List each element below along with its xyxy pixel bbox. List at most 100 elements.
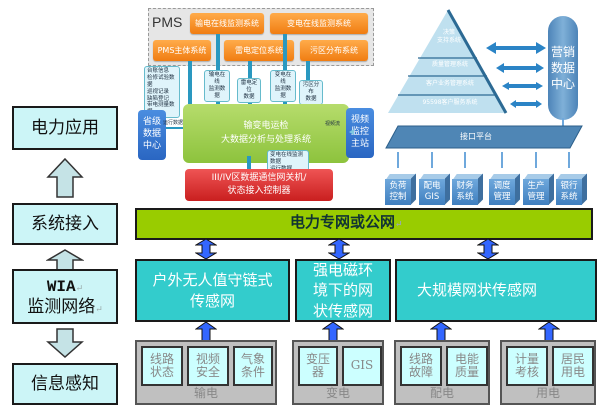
layer-access-label: 系统接入	[31, 213, 99, 234]
label-line: 调度	[493, 181, 511, 192]
gateway-line2: 状态接入控制器	[227, 186, 291, 196]
return-mark: ↵	[75, 283, 84, 294]
callout-line: 变电在线	[274, 72, 292, 85]
arrow-head-icon	[349, 129, 354, 135]
pyramid-level-decision: 决策 支持系统	[436, 29, 461, 44]
marketing-data-center: 营销数据中心	[548, 16, 578, 120]
label-line: 管理	[527, 192, 545, 202]
pms-label: PMS	[152, 14, 183, 30]
layer-application: 电力应用	[12, 106, 118, 150]
sensing-group-label: 输电	[193, 386, 218, 400]
bidirectional-arrow-icon	[477, 239, 499, 259]
link-arrow-icon	[464, 152, 466, 168]
callout-line: 运行数据	[270, 166, 306, 173]
label-line: 系统	[560, 192, 578, 202]
sensing-cell-line-fault: 线路 故障	[400, 346, 442, 386]
link-arrow-icon	[431, 152, 433, 168]
pyramid-level-quality: 质量管理系统	[431, 61, 468, 68]
callout-line: 检修试验数据	[147, 74, 175, 88]
up-arrow-icon	[538, 322, 560, 342]
sensing-group-label: 变电	[325, 386, 350, 400]
link-arrow-icon	[501, 152, 503, 168]
bidirectional-arrow-icon	[195, 239, 217, 259]
layer-application-label: 电力应用	[31, 117, 99, 138]
label-line: 财务	[456, 181, 474, 192]
callout-line: 雷电定位	[240, 80, 258, 93]
callout-substation-data: 变电在线 监测数据	[270, 70, 296, 102]
pms-system-transmission-monitoring: 输电在线监测系统	[190, 13, 264, 34]
up-arrow-icon	[430, 322, 452, 342]
sensing-cell-line-status: 线路 状态	[141, 346, 183, 386]
down-arrow-icon	[46, 328, 84, 358]
link-arrow-icon	[568, 152, 570, 168]
link-arrow-icon	[397, 152, 399, 168]
sensing-group-distribution: 线路 故障 电能 质量 配电	[394, 340, 490, 405]
callout-line: 变电在线监测数据	[270, 152, 304, 165]
pyramid-shape	[388, 10, 506, 113]
sensor-net-large-mesh: 大规模网状传感网	[395, 259, 597, 322]
bidirectional-arrow-icon	[328, 239, 350, 259]
pyramid-edge	[446, 9, 508, 114]
sensing-cell-gis: GIS	[342, 346, 382, 386]
sensor-net-em-mesh: 强电磁环境下的网状传感网	[295, 259, 391, 322]
label-line: 中心	[142, 140, 161, 151]
label-line: 境下的网	[312, 281, 373, 300]
label-line: 传感网	[189, 291, 235, 310]
callout-line: 输电在线	[208, 72, 226, 85]
label-line: 控制	[389, 192, 407, 202]
label-line: 负荷	[389, 181, 407, 192]
subsystem-load-control: 负荷控制	[385, 179, 411, 205]
provincial-data-center: 省级数据中心	[138, 110, 166, 160]
label-line: 监控	[350, 127, 369, 138]
bigdata-line1: 输变电运检	[243, 121, 289, 131]
label-line: 省级	[142, 117, 161, 128]
sensing-cell-transformer: 变压 器	[298, 346, 338, 386]
label-line: 配电	[423, 181, 441, 192]
link-provincial	[166, 127, 183, 129]
label-line: 生产	[527, 181, 545, 192]
layer-network-wia: WIA	[46, 277, 76, 296]
bigdata-line2: 大数据分析与处理系统	[220, 134, 311, 145]
label-line: 强电磁环	[312, 261, 373, 280]
pyramid-level-customer-business: 客户业务管理系统	[425, 80, 474, 87]
bigdata-analysis-system: 输变电运检 大数据分析与处理系统	[183, 104, 349, 163]
sensing-cell-metering: 计量 考核	[506, 346, 548, 386]
sensor-net-chain: 户外无人值守链式传感网	[135, 259, 290, 322]
callout-line: 巡视记录	[147, 88, 170, 95]
subsystem-production: 生产管理	[523, 179, 549, 205]
sensing-cell-residential: 居民 用电	[552, 346, 594, 386]
sensing-group-transmission: 线路 状态 视频 安全 气象 条件 输电	[135, 340, 277, 405]
label-line: 管理	[493, 192, 511, 202]
label-line: 系统	[456, 192, 474, 202]
layer-access: 系统接入	[12, 203, 118, 245]
data-feed-line	[216, 34, 220, 104]
subsystem-dispatch: 调度管理	[489, 179, 515, 205]
label-line: 营销	[550, 44, 575, 59]
pms-system-main: PMS主体系统	[153, 40, 211, 61]
pyramid-level-95598: 95598客户服务系统	[422, 99, 478, 106]
sensing-group-substation: 变压 器 GIS 变电	[292, 340, 384, 405]
sensing-cell-video-security: 视频 安全	[187, 346, 229, 386]
subsystem-finance: 财务系统	[452, 179, 478, 205]
label-line: 数据	[142, 129, 161, 140]
up-arrow-icon	[195, 322, 217, 342]
callout-line: 数据	[243, 93, 255, 100]
callout-line: 缺陷登记	[147, 95, 170, 102]
video-link-label: 视频流	[325, 121, 341, 127]
gateway-line1: III/IV区数据通信网关机/	[211, 173, 307, 184]
sensing-group-consumption: 计量 考核 居民 用电 用电	[500, 340, 596, 405]
return-mark: ↵	[95, 304, 103, 315]
callout-lightning-data: 雷电定位 数据	[237, 78, 261, 103]
pms-system-lightning: 雷电定位系统	[224, 40, 294, 61]
gateway-feed-line	[247, 156, 251, 170]
bidirectional-arrows-icon	[486, 42, 546, 108]
label-line: 状传感网	[312, 301, 373, 320]
label-line: 大规模网状传感网	[417, 281, 538, 300]
callout-line: 污区分布	[302, 82, 320, 95]
interface-platform	[385, 125, 583, 149]
power-network-text: 电力专网或公网	[290, 213, 396, 231]
data-feed-line	[188, 61, 192, 104]
sensing-cell-weather: 气象 条件	[233, 346, 273, 386]
power-network-label: 电力专网或公网↵	[290, 211, 403, 232]
